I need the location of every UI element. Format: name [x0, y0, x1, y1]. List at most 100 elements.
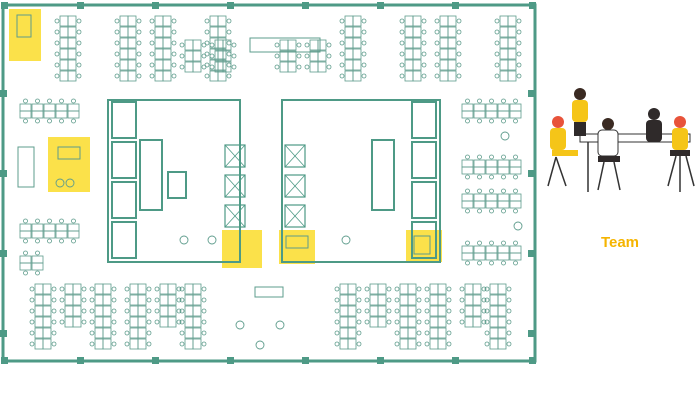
- column: [77, 2, 84, 9]
- office-room: [111, 221, 137, 259]
- desk-row: [461, 154, 522, 180]
- desk-cluster: [154, 283, 182, 328]
- column: [529, 357, 536, 364]
- elevator: [224, 204, 246, 228]
- column: [528, 330, 535, 337]
- desk-cluster: [89, 283, 117, 350]
- desk-cluster: [494, 15, 522, 82]
- person-standing: [572, 88, 588, 136]
- desk-cluster: [149, 15, 177, 82]
- desk-cluster: [459, 283, 487, 328]
- office-room: [411, 221, 437, 259]
- desk-cluster: [399, 15, 427, 82]
- desk-cluster: [54, 15, 82, 82]
- outer-wall: [1, 3, 537, 363]
- office-room: [411, 101, 437, 139]
- person-seated-right-1: [646, 108, 662, 142]
- person-seated-left: [547, 116, 578, 187]
- desk-cluster: [434, 15, 462, 82]
- round-table: [179, 235, 189, 245]
- column: [528, 250, 535, 257]
- column: [152, 357, 159, 364]
- office-room: [111, 181, 137, 219]
- round-table: [207, 235, 217, 245]
- floor-plan: [0, 2, 537, 364]
- column: [302, 2, 309, 9]
- office-room: [411, 141, 437, 179]
- column: [1, 357, 8, 364]
- team-zone: [9, 9, 41, 61]
- desk-cluster: [274, 39, 302, 73]
- desk-cluster: [179, 39, 207, 73]
- desk-row: [461, 188, 522, 214]
- column: [227, 357, 234, 364]
- desk-cluster: [339, 15, 367, 82]
- desk-cluster: [484, 283, 512, 350]
- meeting-table-5: [17, 146, 35, 188]
- column: [452, 357, 459, 364]
- shaft-left: [167, 171, 187, 199]
- round-table: [255, 340, 265, 350]
- desk-row: [19, 218, 80, 244]
- elevator: [224, 144, 246, 168]
- desk-cluster: [364, 283, 392, 328]
- outer-walls: [0, 2, 537, 364]
- person-seated-right-2: [667, 116, 695, 187]
- desk-cluster: [304, 39, 332, 73]
- desk-cluster: [59, 283, 87, 328]
- desk-cluster: [394, 283, 422, 350]
- team-label: Team: [600, 234, 640, 251]
- column: [77, 357, 84, 364]
- office-room: [111, 141, 137, 179]
- desk-cluster: [124, 283, 152, 350]
- office-room: [411, 181, 437, 219]
- desk-cluster: [334, 283, 362, 350]
- round-table: [513, 221, 523, 231]
- stair-right: [371, 139, 395, 211]
- meeting-table: [579, 133, 691, 143]
- column: [0, 170, 7, 177]
- round-table: [55, 178, 65, 188]
- round-table: [341, 235, 351, 245]
- column: [377, 2, 384, 9]
- desk-cluster: [209, 39, 237, 73]
- team-zone: [279, 230, 315, 264]
- elevator: [284, 174, 306, 198]
- conference-table: [249, 37, 321, 53]
- office-room: [111, 101, 137, 139]
- desk-cluster: [29, 283, 57, 350]
- meeting-table-3: [285, 235, 309, 249]
- elevator: [284, 204, 306, 228]
- column: [0, 330, 7, 337]
- team-zone: [48, 137, 90, 192]
- column: [377, 357, 384, 364]
- column: [452, 2, 459, 9]
- lounge-sofa: [254, 286, 284, 298]
- column: [1, 2, 8, 9]
- team-meeting-illustration: [547, 88, 695, 192]
- column: [0, 250, 7, 257]
- furniture-layout: [16, 14, 523, 350]
- desk-row: [461, 98, 522, 124]
- column: [152, 2, 159, 9]
- desk-cluster: [424, 283, 452, 350]
- column: [227, 2, 234, 9]
- round-table: [65, 178, 75, 188]
- elevator: [284, 144, 306, 168]
- column: [0, 90, 7, 97]
- column: [528, 170, 535, 177]
- column: [528, 90, 535, 97]
- desk-row: [19, 250, 44, 276]
- building-cores: [107, 99, 441, 263]
- desk-row: [19, 98, 80, 124]
- person-seated-center: [597, 118, 621, 191]
- core-right: [281, 99, 441, 263]
- stair-left: [139, 139, 163, 211]
- elevator: [224, 174, 246, 198]
- desk-cluster: [114, 15, 142, 82]
- desk-row: [461, 240, 522, 266]
- meeting-table-1: [16, 14, 32, 38]
- desk-cluster: [204, 15, 232, 82]
- round-table: [275, 320, 285, 330]
- desk-cluster: [179, 283, 207, 350]
